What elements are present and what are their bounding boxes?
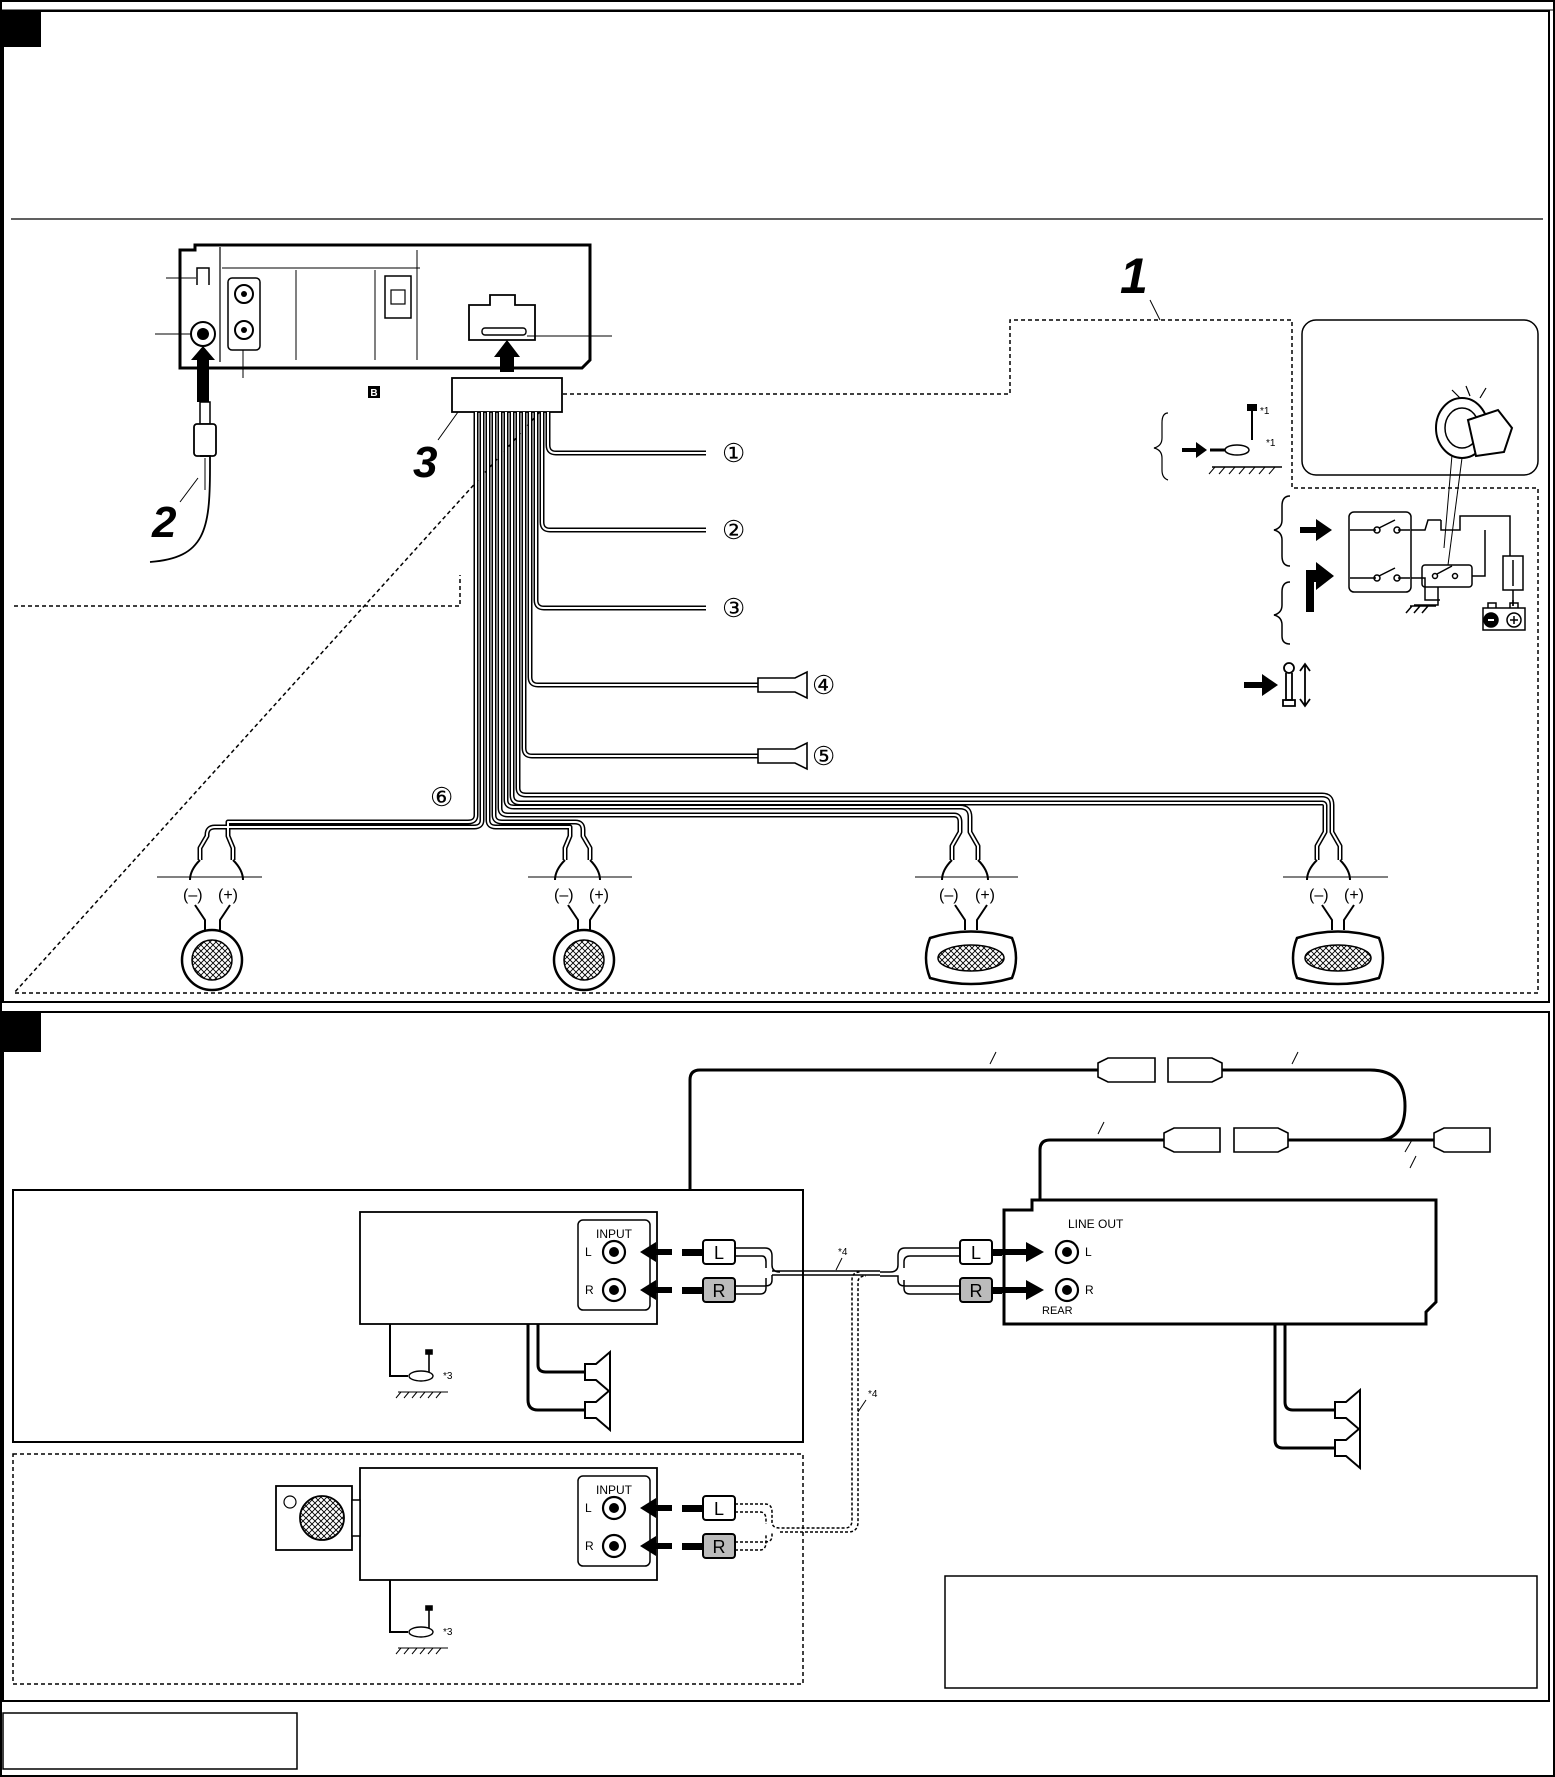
lead-number-1: ① [722, 438, 745, 468]
remote-leads [688, 1068, 1434, 1200]
svg-text:(–): (–) [554, 887, 574, 904]
amp2-input-title: INPUT [596, 1483, 633, 1497]
head-unit-rear [155, 243, 612, 378]
svg-text:(–): (–) [939, 887, 959, 904]
door-switch-arrow [1244, 674, 1278, 696]
ground-lug-note: *1 [1266, 438, 1276, 449]
lead-number-5: ⑤ [812, 741, 835, 771]
line-out-l: L [1085, 1245, 1092, 1259]
ground-icon [395, 1605, 448, 1655]
svg-text:(+): (+) [1344, 887, 1364, 904]
speaker-front-right: (–) (+) [528, 859, 632, 992]
amp1-input-r: R [585, 1283, 594, 1297]
footer-box [2, 1712, 298, 1770]
part-number-2: 2 [151, 498, 177, 547]
rca-plug-left-head: L [959, 1239, 1002, 1265]
accessory-arrow [1300, 562, 1334, 612]
ignition-arrow [1300, 519, 1332, 541]
svg-text:R: R [713, 1537, 726, 1557]
speaker-icon [1334, 1425, 1361, 1471]
line-out-title: LINE OUT [1068, 1217, 1124, 1231]
connect-arrow-antenna [191, 346, 215, 402]
antenna-plug [149, 401, 217, 563]
section-a: B 2 3 1 [2, 10, 1550, 1003]
power-schematic [1273, 495, 1526, 645]
cable-note-2: *4 [868, 1389, 878, 1400]
svg-text:R: R [970, 1281, 983, 1301]
amp-box [12, 1189, 804, 1443]
svg-text:(–): (–) [183, 887, 203, 904]
amp2-input-l: L [585, 1501, 592, 1515]
part-number-1: 1 [1120, 248, 1148, 304]
harness-connector [451, 377, 563, 413]
lead-number-2: ② [722, 515, 745, 545]
plug-letter: B [370, 388, 377, 399]
section-b: INPUT L R L R *4 [2, 1011, 1550, 1702]
ground-note-2: *3 [443, 1627, 453, 1638]
speaker-icon [584, 1349, 611, 1395]
lead-number-3: ③ [722, 593, 745, 623]
head-unit-b [1002, 1198, 1438, 1326]
ground-icon [1153, 404, 1282, 481]
sub-amp-box [12, 1453, 804, 1685]
ground-icon [395, 1349, 448, 1399]
line-out-rear: REAR [1042, 1305, 1073, 1317]
ground-screw-note: *1 [1260, 406, 1270, 417]
lead-number-6: ⑥ [430, 782, 453, 812]
rca-plug-left: L [682, 1239, 736, 1265]
svg-text:(+): (+) [589, 887, 609, 904]
subwoofer-icon [275, 1485, 361, 1551]
svg-text:(+): (+) [218, 887, 238, 904]
speaker-rear-right: (–) (+) [1283, 859, 1388, 986]
door-pin-icon [1282, 662, 1311, 708]
svg-text:L: L [971, 1243, 981, 1263]
svg-text:(–): (–) [1309, 887, 1329, 904]
amp1-input-title: INPUT [596, 1227, 633, 1241]
svg-text:L: L [714, 1243, 724, 1263]
part-number-3: 3 [413, 438, 437, 487]
cable-note-1: *4 [838, 1247, 848, 1258]
ignition-key-icon [1435, 385, 1514, 459]
speaker-icon [1334, 1387, 1361, 1433]
lead-number-4: ④ [812, 670, 835, 700]
line-out-r: R [1085, 1283, 1094, 1297]
battery-icon [1482, 607, 1526, 631]
section-b-marker [3, 1012, 41, 1052]
harness-leads-inner [199, 412, 1341, 860]
svg-text:L: L [714, 1499, 724, 1519]
rca-plug-right-2: R [682, 1533, 736, 1559]
speaker-rear-left: (–) (+) [915, 859, 1018, 986]
harness-leads [197, 412, 1343, 860]
section-a-marker [3, 11, 41, 47]
speaker-front-left: (–) (+) [157, 859, 262, 992]
connect-arrow-harness [494, 340, 520, 372]
speaker-icon [584, 1387, 611, 1433]
svg-text:R: R [713, 1281, 726, 1301]
rca-plug-left-2: L [682, 1495, 736, 1521]
amp2-input-r: R [585, 1539, 594, 1553]
rca-plug-right: R [682, 1277, 736, 1303]
note-box [944, 1575, 1538, 1689]
remote-connectors [1097, 1057, 1491, 1153]
amp1-input-l: L [585, 1245, 592, 1259]
ground-note-1: *3 [443, 1371, 453, 1382]
svg-text:(+): (+) [975, 887, 995, 904]
rca-plug-right-head: R [959, 1277, 1002, 1303]
